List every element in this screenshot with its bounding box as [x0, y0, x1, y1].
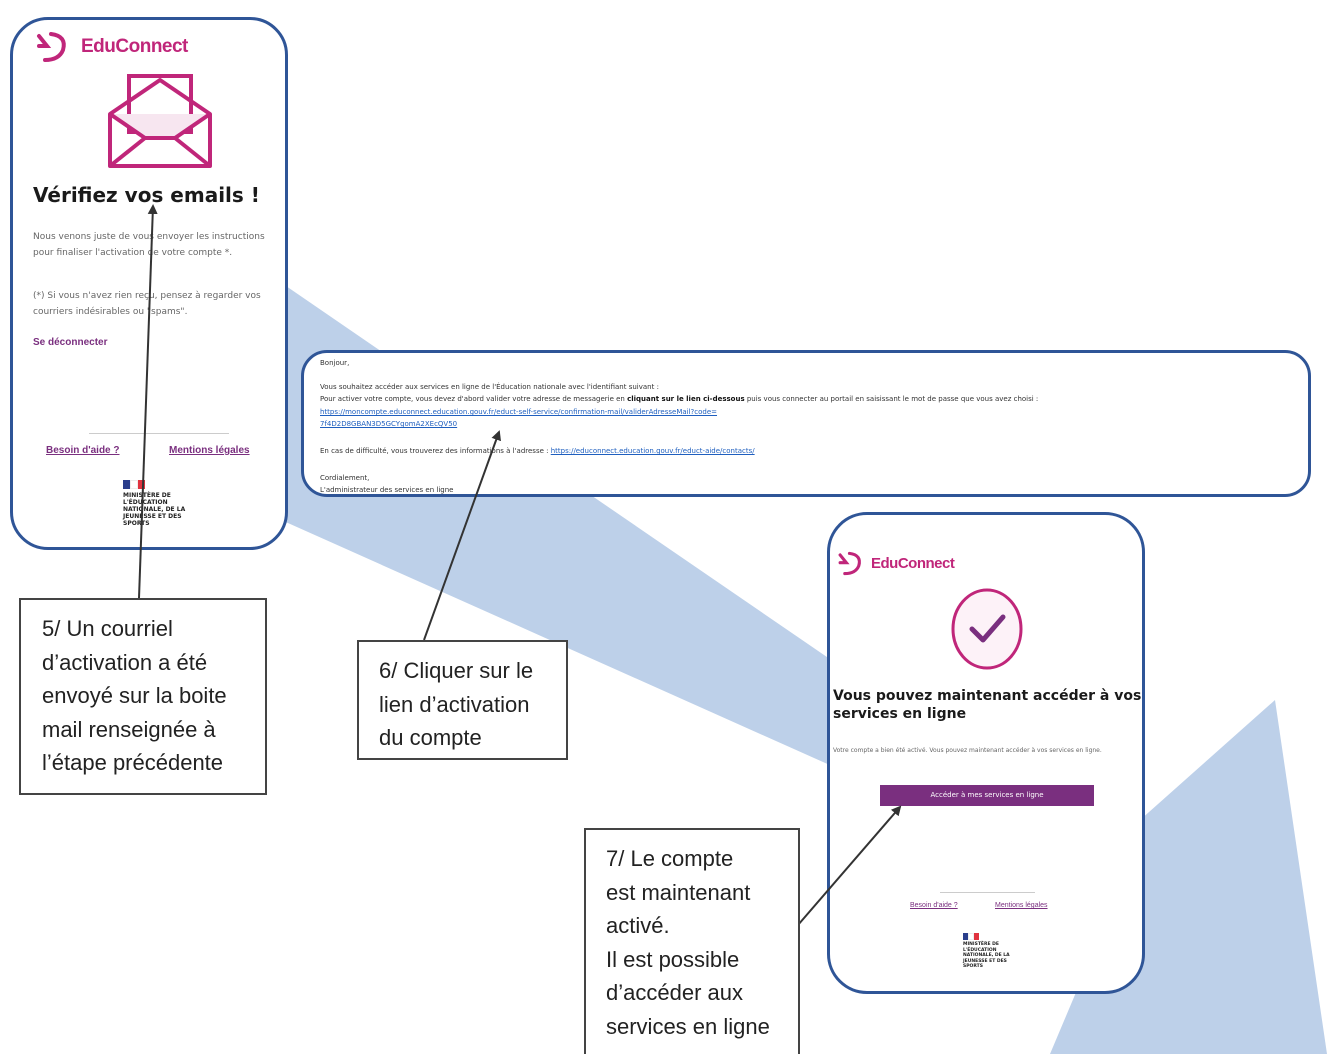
step5-line: envoyé sur la boite — [42, 683, 227, 708]
email-line-2: Pour activer votre compte, vous devez d'… — [320, 394, 1038, 404]
ministry-logo: MINISTÈRE DE L'ÉDUCATION NATIONALE, DE L… — [963, 933, 1019, 970]
step7-line: Il est possible — [606, 946, 740, 972]
logout-link[interactable]: Se déconnecter — [33, 337, 108, 348]
activation-link[interactable]: https://moncompte.educonnect.education.g… — [320, 408, 718, 416]
page-title: Vérifiez vos emails ! — [33, 183, 260, 207]
support-link[interactable]: https://educonnect.education.gouv.fr/edu… — [550, 447, 755, 455]
step7-line: activé. — [606, 913, 670, 938]
email-line-2-bold: cliquant sur le lien ci-dessous — [627, 395, 745, 403]
access-services-button[interactable]: Accéder à mes services en ligne — [880, 785, 1094, 806]
ministry-name: MINISTÈRE DE L'ÉDUCATION NATIONALE, DE L… — [963, 942, 1010, 969]
confirmation-text: Votre compte a bien été activé. Vous pou… — [833, 747, 1102, 754]
email-difficulty-text: En cas de difficulté, vous trouverez des… — [320, 447, 549, 455]
educonnect-logo-icon — [37, 32, 66, 62]
activation-link-cont[interactable]: 7f4D2D8GBAN3D5GCYgomA2XEcQV50 — [320, 420, 458, 428]
step5-line: l’étape précédente — [42, 750, 224, 775]
step5-line: d’activation a été — [42, 649, 208, 675]
email-line-2-end: puis vous connecter au portail en saisis… — [746, 395, 1039, 403]
email-greeting: Bonjour, — [320, 359, 350, 367]
step7-callout: 7/ Le compte est maintenant activé. Il e… — [584, 828, 800, 1054]
educonnect-logo: EduConnect — [837, 550, 955, 577]
help-link[interactable]: Besoin d'aide ? — [46, 445, 120, 456]
check-circle-icon — [951, 588, 1023, 670]
footer-divider — [89, 433, 229, 434]
legal-link[interactable]: Mentions légales — [169, 445, 250, 456]
step7-line: services en ligne — [606, 1013, 770, 1039]
step7-line: d’accéder aux — [606, 980, 743, 1005]
spam-note: (*) Si vous n'avez rien reçu, pensez à r… — [33, 291, 261, 317]
step6-line: 6/ Cliquer sur le — [379, 658, 534, 683]
step7-line: 7/ Le compte — [606, 846, 734, 871]
account-activated-screen: EduConnect Vous pouvez maintenant accéde… — [827, 512, 1145, 994]
verify-email-screen: EduConnect Vérifiez vos emails ! Nous ve… — [10, 17, 288, 550]
email-line-1: Vous souhaitez accéder aux services en l… — [320, 383, 659, 391]
email-closing: Cordialement, — [320, 474, 370, 482]
french-flag-icon — [123, 480, 146, 489]
footer-divider — [940, 892, 1035, 893]
educonnect-logo-icon — [838, 551, 861, 576]
step7-line: est maintenant — [606, 879, 751, 905]
educonnect-logo: EduConnect — [35, 30, 188, 64]
brand-name: EduConnect — [81, 36, 188, 57]
ministry-logo: MINISTÈRE DE L'ÉDUCATION NATIONALE, DE L… — [123, 480, 195, 527]
instructions-text: Nous venons juste de vous envoyer les in… — [33, 232, 265, 258]
ministry-name: MINISTÈRE DE L'ÉDUCATION NATIONALE, DE L… — [123, 492, 186, 527]
brand-name: EduConnect — [871, 555, 955, 572]
step6-line: du compte — [379, 725, 482, 750]
email-line-2-start: Pour activer votre compte, vous devez d'… — [320, 395, 625, 403]
step6-line: lien d’activation — [379, 691, 530, 717]
step5-line: 5/ Un courriel — [42, 616, 173, 641]
page-title: Vous pouvez maintenant accéder à vos ser… — [833, 688, 1142, 722]
step5-callout: 5/ Un courriel d’activation a été envoyé… — [19, 598, 267, 795]
email-difficulty: En cas de difficulté, vous trouverez des… — [320, 446, 755, 456]
email-signature: L'administrateur des services en ligne — [320, 486, 454, 494]
activation-email: Bonjour, Vous souhaitez accéder aux serv… — [301, 350, 1311, 497]
help-link[interactable]: Besoin d'aide ? — [910, 902, 958, 909]
step6-callout: 6/ Cliquer sur le lien d’activation du c… — [357, 640, 568, 760]
legal-link[interactable]: Mentions légales — [995, 902, 1048, 909]
french-flag-icon — [963, 933, 980, 940]
step5-line: mail renseignée à — [42, 716, 216, 742]
envelope-icon — [108, 74, 212, 168]
